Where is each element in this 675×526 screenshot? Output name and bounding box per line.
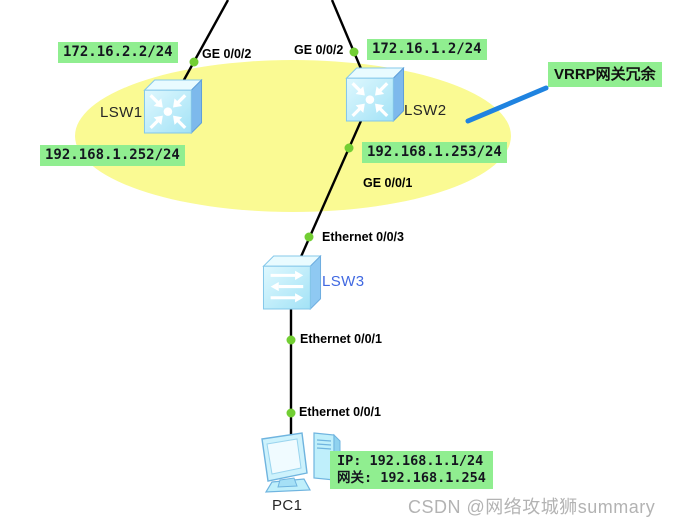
ip-label-lsw1-uplink[interactable]: 172.16.2.2/24 (58, 42, 178, 63)
pc1-ip-line: IP: 192.168.1.1/24 (337, 453, 484, 469)
ip-label-lsw2-uplink[interactable]: 172.16.1.2/24 (367, 39, 487, 60)
port-label-lsw2-ge002: GE 0/0/2 (294, 43, 344, 57)
pc-icon (258, 428, 348, 494)
vrrp-annotation[interactable]: VRRP网关冗余 (548, 62, 662, 87)
multilayer-switch-icon (142, 79, 204, 134)
device-name-lsw1[interactable]: LSW1 (100, 104, 143, 121)
link-endpoint-dot (344, 143, 354, 153)
multilayer-switch-icon (344, 67, 406, 122)
link-endpoint-dot (286, 335, 296, 345)
device-name-lsw2[interactable]: LSW2 (404, 102, 447, 119)
device-lsw2[interactable] (344, 67, 406, 122)
pc1-gateway-line: 网关: 192.168.1.254 (337, 470, 486, 486)
csdn-watermark: CSDN @网络攻城狮summary (408, 497, 656, 517)
port-label-lsw2-ge001: GE 0/0/1 (363, 176, 413, 190)
device-lsw1[interactable] (142, 79, 204, 134)
vrrp-callout-line[interactable] (465, 85, 549, 124)
port-label-lsw1-ge002: GE 0/0/2 (202, 47, 252, 61)
pc1-info-annotation[interactable]: IP: 192.168.1.1/24 网关: 192.168.1.254 (330, 451, 493, 489)
device-lsw3[interactable] (261, 255, 323, 310)
device-name-pc1[interactable]: PC1 (272, 497, 303, 514)
vlan-domain-ellipse[interactable] (75, 60, 511, 212)
link-endpoint-dot (286, 408, 296, 418)
device-name-lsw3[interactable]: LSW3 (322, 273, 365, 290)
link-endpoint-dot (349, 47, 359, 57)
link-endpoint-dot (304, 232, 314, 242)
port-label-lsw3-eth003: Ethernet 0/0/3 (322, 230, 404, 244)
ip-label-lsw1-vlanif[interactable]: 192.168.1.252/24 (40, 145, 185, 166)
device-pc1[interactable] (258, 428, 348, 494)
port-label-pc1-eth001: Ethernet 0/0/1 (299, 405, 381, 419)
port-label-lsw3-eth001: Ethernet 0/0/1 (300, 332, 382, 346)
access-switch-icon (261, 255, 323, 310)
link-endpoint-dot (189, 57, 199, 67)
ip-label-lsw2-vlanif[interactable]: 192.168.1.253/24 (362, 142, 507, 163)
